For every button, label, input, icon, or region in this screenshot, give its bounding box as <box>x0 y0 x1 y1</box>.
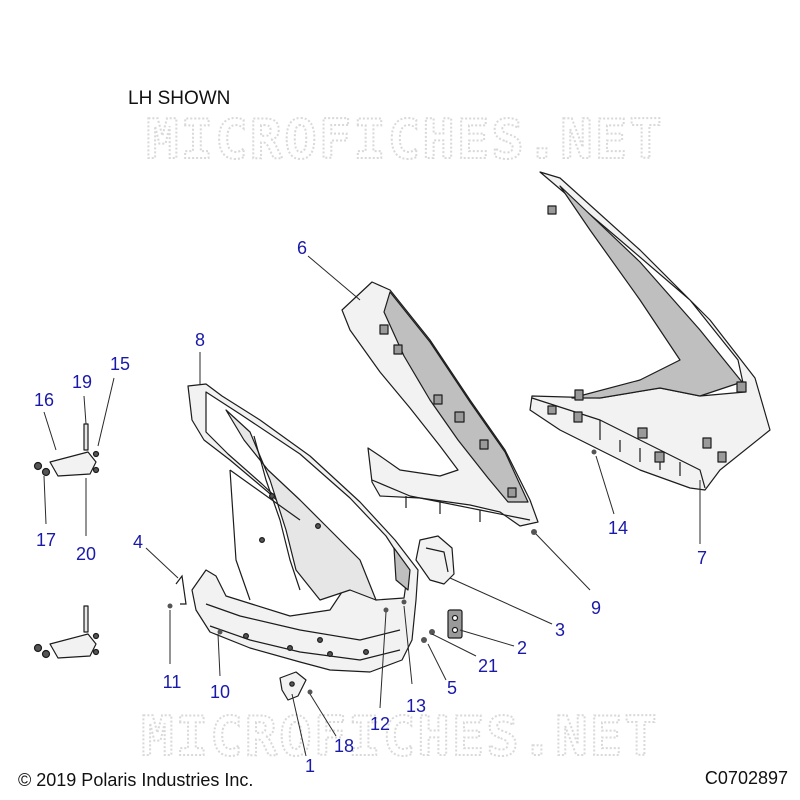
callout-12: 12 <box>370 714 390 734</box>
drawing-id: C0702897 <box>704 768 788 788</box>
part-8-front-frame <box>187 383 419 673</box>
callout-4: 4 <box>133 532 143 552</box>
view-note: LH SHOWN <box>128 88 231 109</box>
callout-18: 18 <box>334 736 354 756</box>
callout-17: 17 <box>36 530 56 550</box>
part-7-fairing-panel <box>529 171 771 491</box>
part-2-latch <box>447 609 463 639</box>
watermark-bottom: MICROFICHES.NET <box>141 705 659 768</box>
leader-lines <box>43 255 701 757</box>
callout-15: 15 <box>110 354 130 374</box>
part-16-hinge-lower <box>33 605 100 659</box>
callouts: 1 2 3 4 5 6 7 8 9 10 11 12 13 14 15 16 1… <box>34 238 707 776</box>
callout-16: 16 <box>34 390 54 410</box>
part-16-hinge-upper <box>33 423 100 477</box>
callout-5: 5 <box>447 678 457 698</box>
part-6-upper-panel <box>341 281 539 527</box>
callout-14: 14 <box>608 518 628 538</box>
watermark-top: MICROFICHES.NET <box>146 108 664 171</box>
callout-2: 2 <box>517 638 527 658</box>
part-4-clip <box>175 574 187 605</box>
callout-10: 10 <box>210 682 230 702</box>
callout-9: 9 <box>591 598 601 618</box>
callout-11: 11 <box>163 672 182 692</box>
callout-20: 20 <box>76 544 96 564</box>
callout-1: 1 <box>305 756 315 776</box>
fasteners <box>167 449 597 695</box>
callout-6: 6 <box>297 238 307 258</box>
part-1-small-bracket <box>279 671 307 701</box>
callout-7: 7 <box>697 548 707 568</box>
callout-13: 13 <box>406 696 426 716</box>
copyright-text: © 2019 Polaris Industries Inc. <box>18 770 254 790</box>
callout-21: 21 <box>478 656 498 676</box>
callout-8: 8 <box>195 330 205 350</box>
callout-19: 19 <box>72 372 92 392</box>
callout-3: 3 <box>555 620 565 640</box>
part-3-bracket <box>415 535 455 585</box>
